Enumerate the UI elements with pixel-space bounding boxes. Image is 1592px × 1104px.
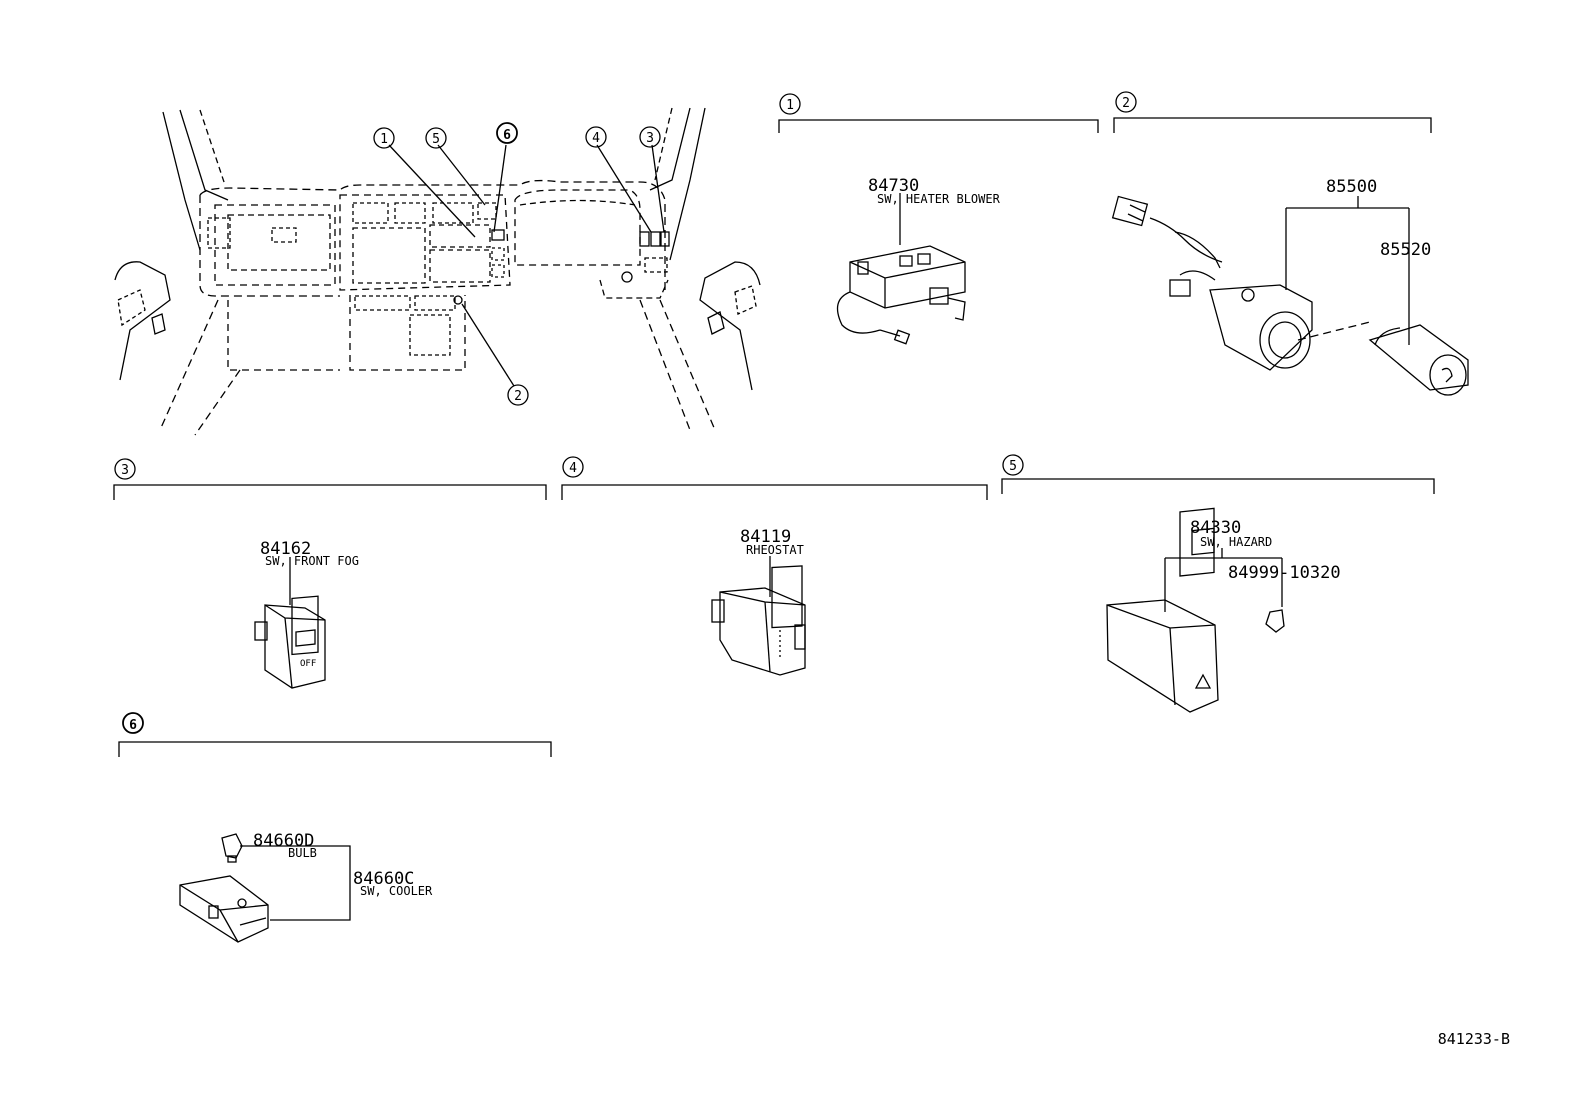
section-5: 5 84330 SW, HAZARD 84999-10320	[1001, 454, 1435, 713]
part-84330-desc: SW, HAZARD	[1200, 535, 1272, 549]
part-84999-10320: 84999-10320	[1228, 563, 1341, 583]
front-fog-switch-drawing: OFF	[254, 595, 326, 689]
part-84660D-desc: BULB	[288, 846, 317, 860]
fog-switch-face-text: OFF	[300, 659, 316, 669]
part-84330: 84330	[1190, 518, 1241, 538]
section-2-number: 2	[1122, 96, 1130, 111]
section-4: 4 84119 RHEOSTAT	[561, 456, 988, 676]
callout-3-label: 3	[646, 131, 654, 146]
part-84730: 84730	[868, 176, 919, 196]
heater-blower-switch-drawing	[836, 245, 966, 345]
callout-4-label: 4	[592, 131, 600, 146]
section-4-number: 4	[569, 461, 577, 476]
callout-6-label: 6	[503, 128, 511, 143]
rheostat-drawing	[711, 565, 806, 676]
part-85500: 85500	[1326, 177, 1377, 197]
cigarette-lighter-drawing	[1111, 195, 1469, 396]
dashboard-overview: 1 2 3 4 5 6	[114, 107, 761, 436]
section-1-number: 1	[786, 98, 794, 113]
section-3: 3 84162 SW, FRONT FOG OFF	[113, 458, 547, 689]
part-84730-desc: SW, HEATER BLOWER	[877, 192, 1001, 206]
figure-id: 841233-B	[1438, 1030, 1510, 1048]
callout-2-label: 2	[514, 389, 522, 404]
part-85520: 85520	[1380, 240, 1431, 260]
section-3-number: 3	[121, 463, 129, 478]
part-84660C-desc: SW, COOLER	[360, 884, 433, 898]
callout-5-label: 5	[432, 132, 440, 147]
section-5-number: 5	[1009, 459, 1017, 474]
part-84162: 84162	[260, 539, 311, 559]
part-84119: 84119	[740, 527, 791, 547]
cooler-switch-drawing	[179, 833, 269, 943]
hazard-switch-drawing	[1106, 507, 1285, 713]
section-1: 1 84730 SW, HEATER BLOWER	[778, 93, 1099, 345]
callout-1-label: 1	[380, 132, 388, 147]
section-6: 6 84660D BULB 84660C SW, COOLER	[118, 712, 552, 943]
part-84162-desc: SW, FRONT FOG	[265, 554, 359, 568]
part-84119-desc: RHEOSTAT	[746, 543, 804, 557]
section-2: 2 85500 85520	[1111, 91, 1469, 396]
part-84660C: 84660C	[353, 869, 414, 889]
section-6-number: 6	[129, 718, 137, 733]
